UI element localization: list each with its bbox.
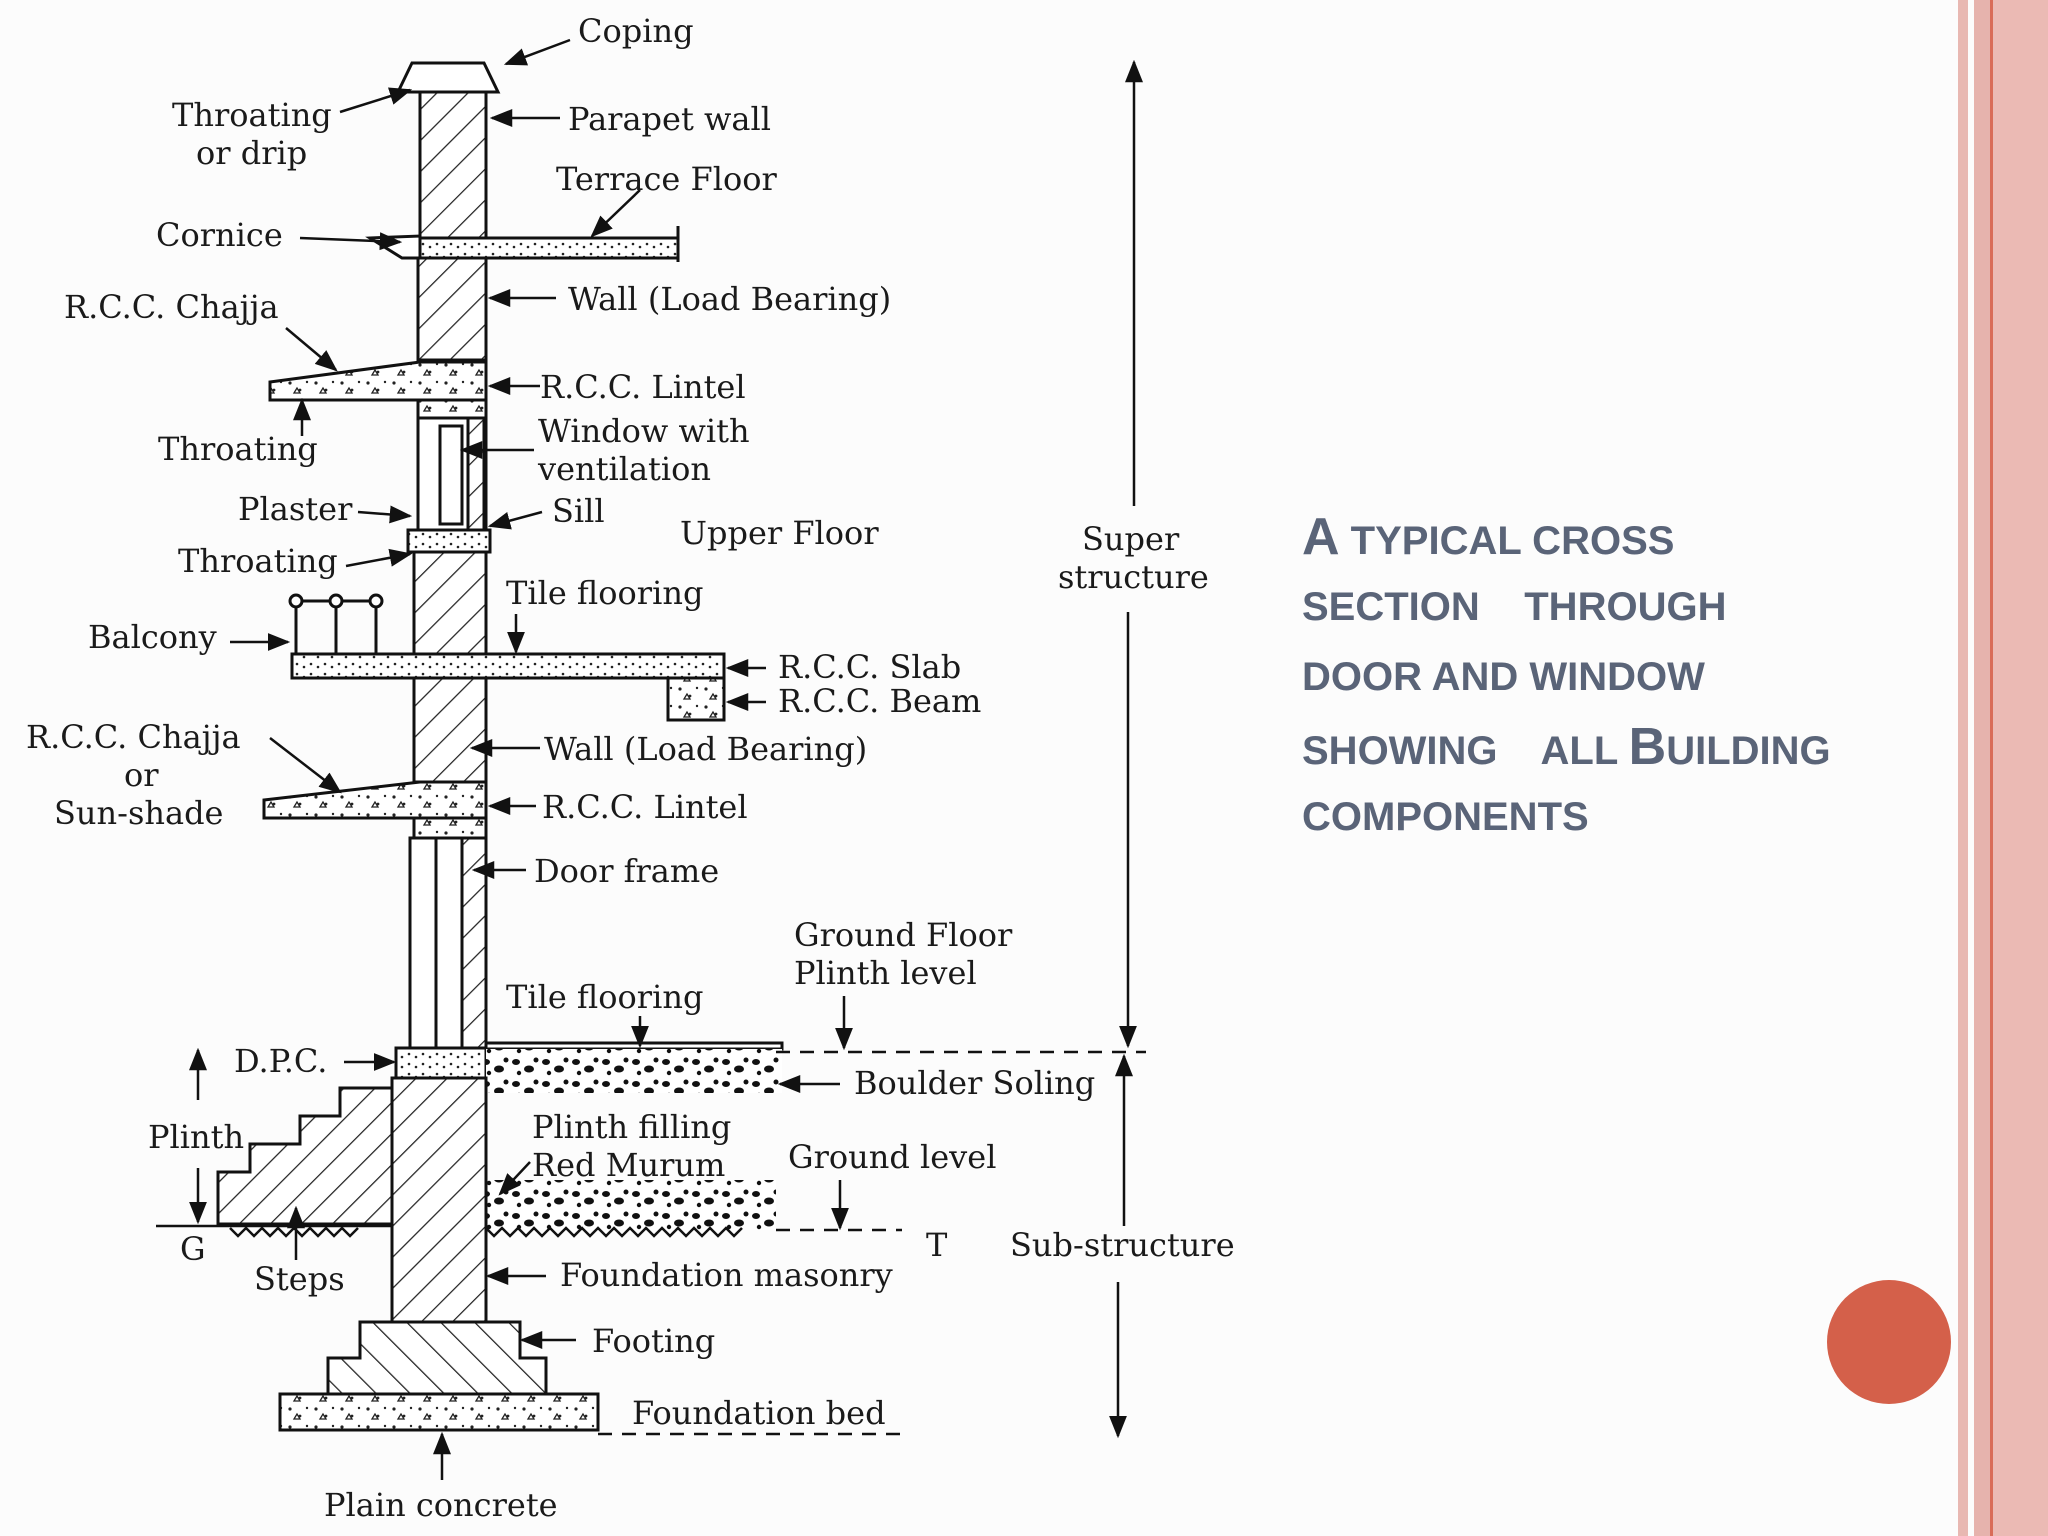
label-chajja-lower-1: R.C.C. Chajja [26, 718, 241, 756]
upper-lintel-drop [416, 398, 488, 420]
rcc-beam-shape [666, 676, 726, 722]
upper-chajja-shape [268, 360, 488, 402]
label-ground-level: Ground level [788, 1138, 996, 1176]
label-wall-load-bearing-lower: Wall (Load Bearing) [544, 730, 867, 768]
plinth-filling-shape [486, 1180, 776, 1230]
parapet-wall-shape [418, 90, 488, 240]
label-rcc-lintel-top: R.C.C. Lintel [540, 368, 746, 406]
label-cornice: Cornice [156, 216, 283, 254]
label-door-frame: Door frame [534, 852, 719, 890]
decor-band-left [1958, 0, 1968, 1536]
label-rcc-lintel-lower: R.C.C. Lintel [542, 788, 748, 826]
label-plain-concrete: Plain concrete [324, 1486, 558, 1524]
label-t-mark: T [926, 1226, 948, 1264]
upper-wall-shape [416, 256, 488, 362]
label-throating-drip-1: Throating [172, 96, 332, 134]
label-g-mark: G [180, 1230, 206, 1268]
title-line-1-rest: TYPICAL CROSS [1339, 519, 1675, 563]
sill-shape [406, 528, 492, 554]
label-plinth: Plinth [148, 1118, 244, 1156]
lower-chajja-shape [262, 780, 488, 820]
steps-shape [216, 1086, 394, 1226]
label-tile-flooring-ground: Tile flooring [506, 978, 703, 1016]
leader-arrows [189, 38, 1143, 1480]
decor-band-mid [1974, 0, 1990, 1536]
label-tile-flooring-upper: Tile flooring [506, 574, 703, 612]
title-line-3: DOOR AND WINDOW [1302, 655, 1705, 699]
accent-circle [1827, 1280, 1951, 1404]
label-plinth-filling-2: Red Murum [532, 1146, 725, 1184]
slide-title: A TYPICAL CROSS SECTION THROUGH DOOR AND… [1302, 502, 1982, 852]
label-rcc-beam: R.C.C. Beam [778, 682, 981, 720]
label-chajja-lower-2: or [124, 756, 159, 794]
diagram-labels: Coping Throating or drip Parapet wall Te… [26, 12, 1235, 1524]
label-chajja-lower-3: Sun-shade [54, 794, 223, 832]
title-line-4: SHOWING ALL BUILDING [1302, 712, 1982, 782]
label-coping: Coping [578, 12, 694, 50]
label-foundation-masonry: Foundation masonry [560, 1256, 893, 1294]
label-ground-floor-1: Ground Floor [794, 916, 1013, 954]
title-line-5: COMPONENTS [1302, 795, 1589, 839]
label-balcony: Balcony [88, 618, 217, 656]
lower-lintel-drop [412, 816, 488, 840]
terrace-slab [418, 236, 680, 260]
label-throating-upper: Throating [158, 430, 318, 468]
label-plaster: Plaster [238, 490, 353, 528]
label-plinth-filling-1: Plinth filling [532, 1108, 731, 1146]
mid-wall-shape [412, 550, 488, 656]
label-foundation-bed: Foundation bed [632, 1394, 886, 1432]
label-terrace-floor: Terrace Floor [556, 160, 777, 198]
label-sub-structure: Sub-structure [1010, 1226, 1235, 1264]
cornice-shape [365, 234, 422, 260]
title-line-4-cap: B [1628, 718, 1667, 776]
tile-flooring-ground-shape [484, 1041, 784, 1051]
label-sill: Sill [552, 492, 605, 530]
label-window-2: ventilation [537, 450, 711, 488]
label-ground-floor-2: Plinth level [794, 954, 977, 992]
label-parapet-wall: Parapet wall [568, 100, 771, 138]
label-wall-load-bearing-top: Wall (Load Bearing) [568, 280, 891, 318]
decor-band-right [1993, 0, 2048, 1536]
label-throating-mid: Throating [178, 542, 338, 580]
structure [216, 61, 784, 1432]
label-throating-drip-2: or drip [196, 134, 307, 172]
coping-shape [395, 61, 501, 94]
label-dpc: D.P.C. [234, 1042, 327, 1080]
footing-shape [326, 1320, 548, 1396]
label-upper-floor: Upper Floor [680, 514, 879, 552]
label-footing: Footing [592, 1322, 715, 1360]
label-window-1: Window with [538, 412, 750, 450]
balcony-railing [288, 593, 384, 654]
title-line-1-cap: A [1302, 508, 1340, 566]
label-super-1: Super [1082, 520, 1180, 558]
rcc-slab-shape [290, 652, 726, 680]
label-boulder-soling: Boulder Soling [854, 1064, 1095, 1102]
title-line-4-pre: SHOWING ALL [1302, 729, 1629, 773]
dpc-shape [394, 1046, 488, 1080]
foundation-bed-shape [278, 1392, 600, 1432]
title-line-4-rest: UILDING [1666, 729, 1831, 773]
foundation-masonry-shape [390, 1076, 488, 1324]
title-line-2: SECTION THROUGH [1302, 585, 1727, 629]
boulder-soling-shape [486, 1049, 782, 1093]
lower-wall-shape [412, 676, 488, 784]
label-rcc-chajja-top: R.C.C. Chajja [64, 288, 279, 326]
label-steps: Steps [254, 1260, 345, 1298]
label-rcc-slab: R.C.C. Slab [778, 648, 961, 686]
decor-band-line [1990, 0, 1993, 1536]
title-line-1: A TYPICAL CROSS [1302, 502, 1982, 572]
label-super-2: structure [1058, 558, 1209, 596]
